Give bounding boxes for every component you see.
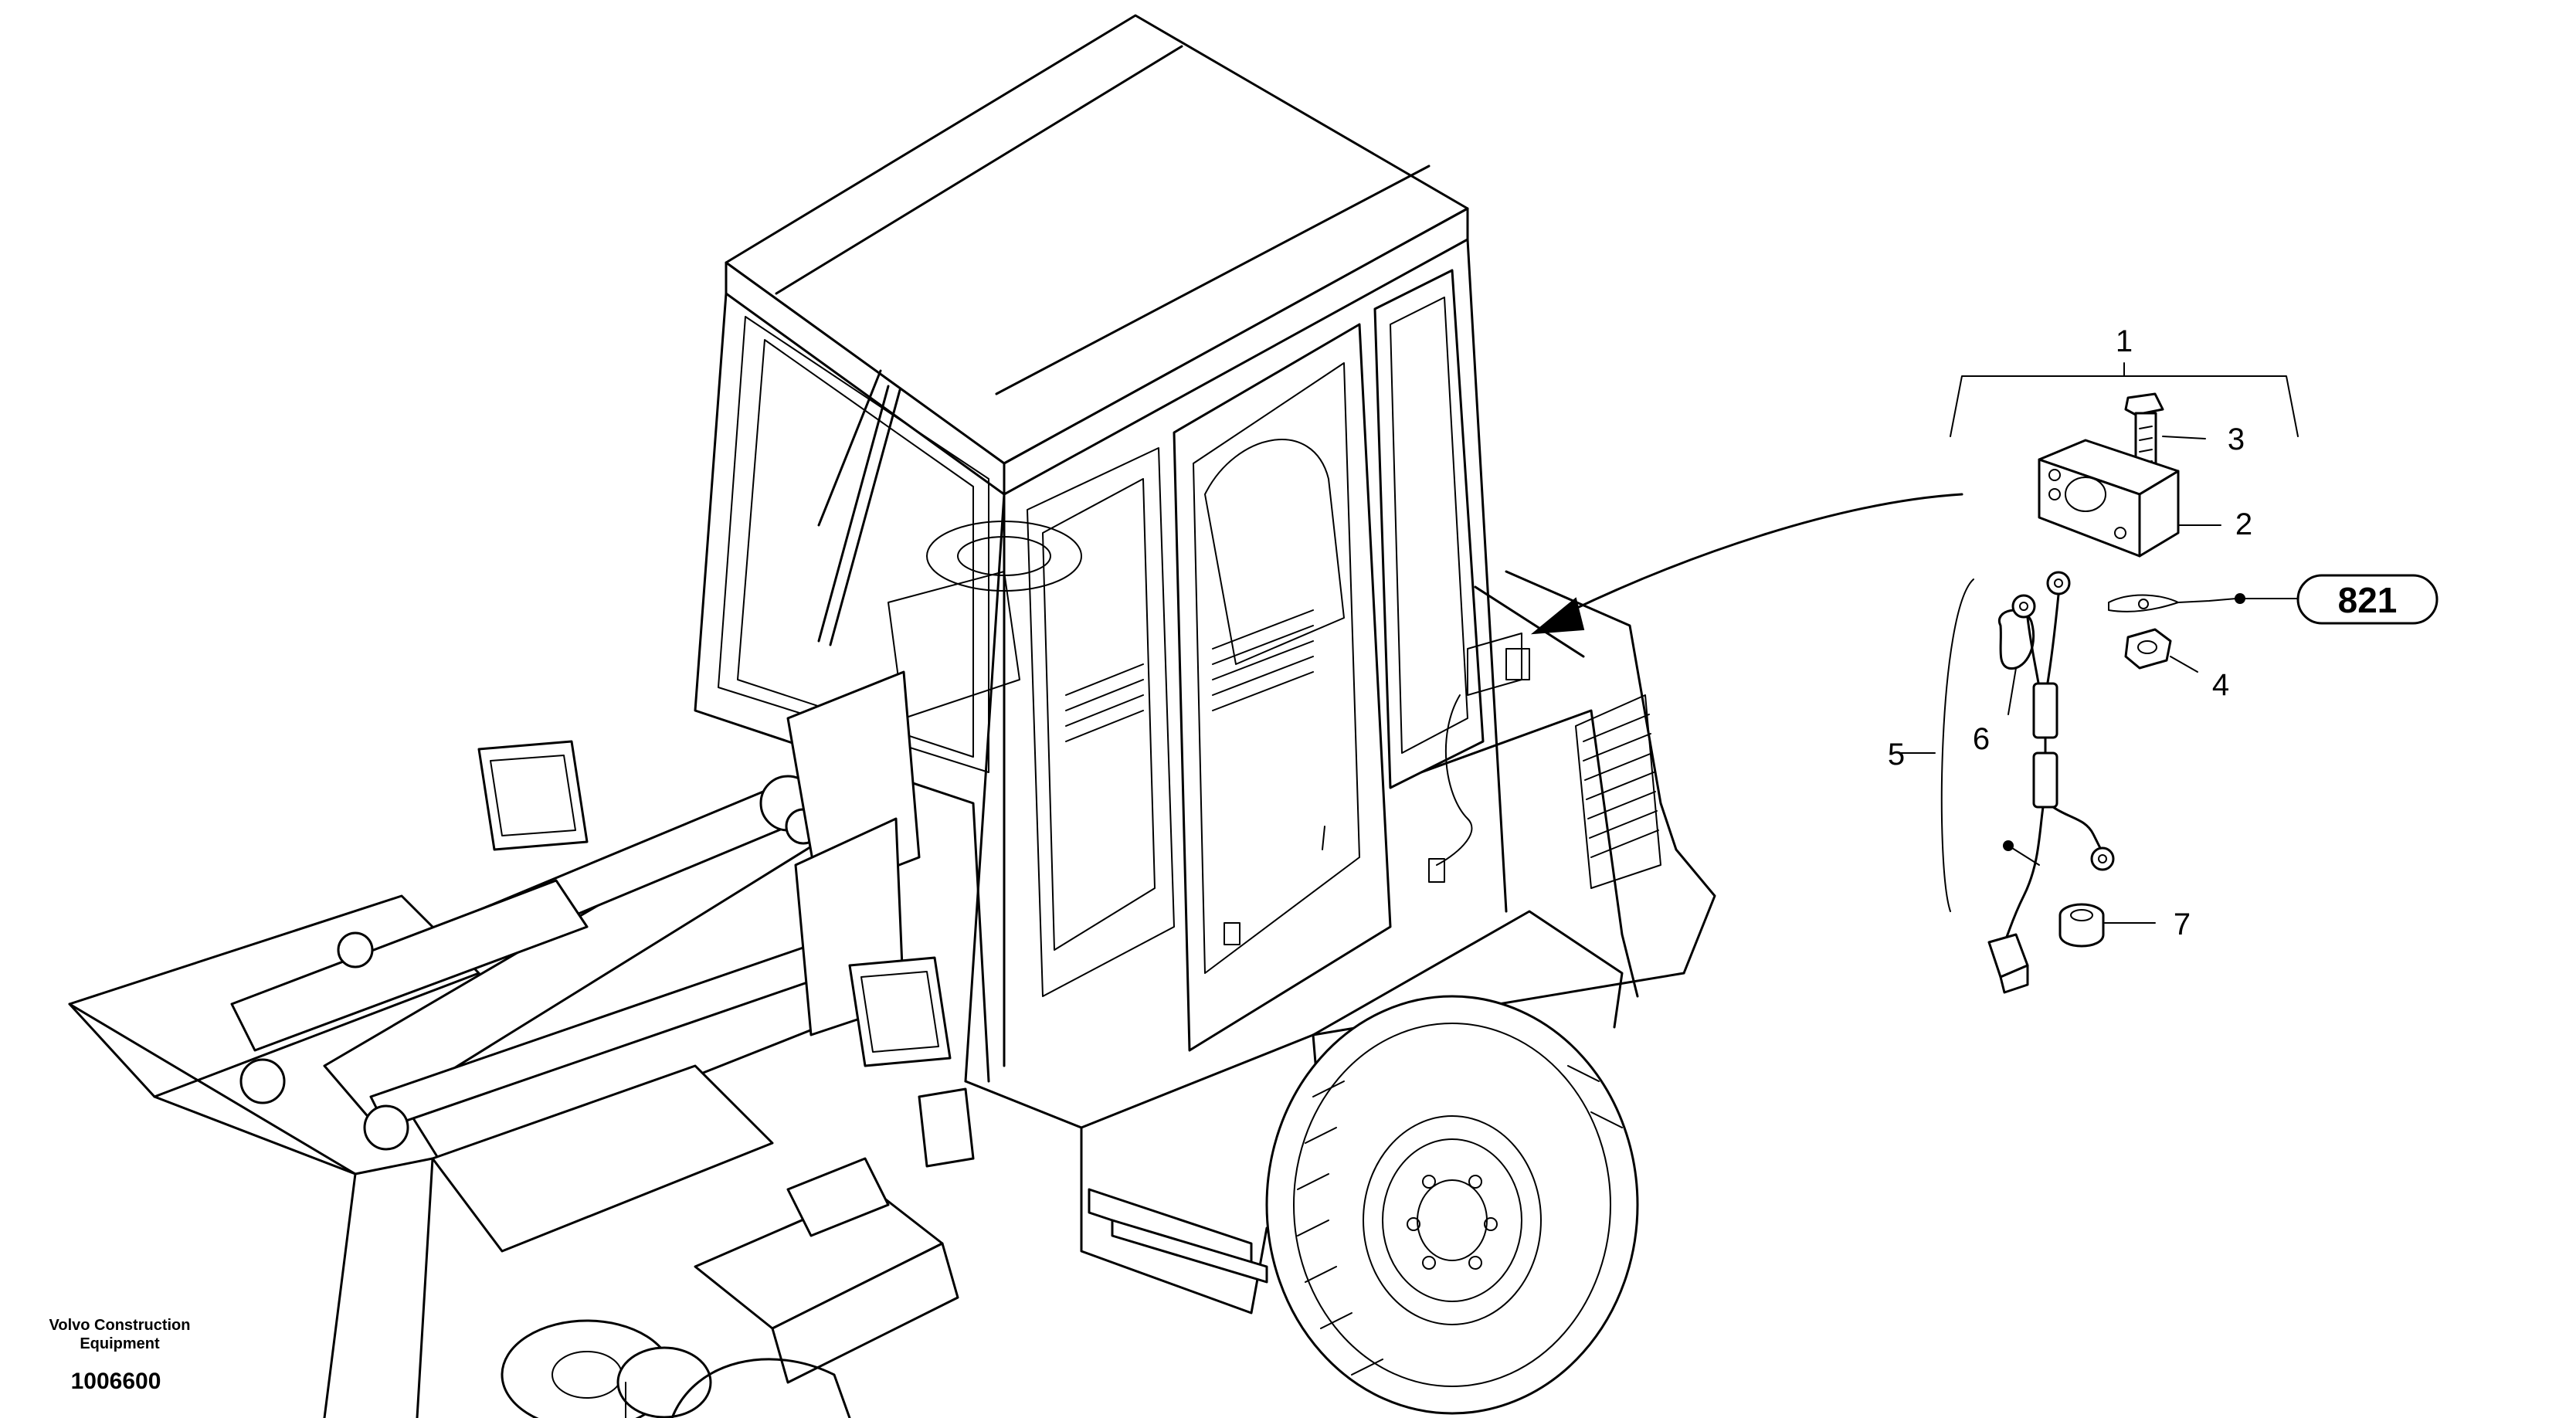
callout-1: 1 <box>2116 324 2133 358</box>
cable-harness-part-5 <box>1987 571 2115 994</box>
cab-roof <box>725 14 1469 496</box>
callout-6: 6 <box>1973 722 1990 756</box>
washer-strap <box>2108 593 2299 612</box>
grommet-part-7 <box>2058 903 2156 948</box>
document-number: 1006600 <box>71 1369 161 1394</box>
rear-wheel <box>1265 995 1639 1415</box>
callout-3: 3 <box>2228 422 2245 456</box>
reference-badge[interactable]: 821 <box>2296 574 2439 625</box>
location-arrow <box>1530 493 1963 635</box>
front-loader-arms <box>68 670 975 1418</box>
callout-4: 4 <box>2212 668 2229 702</box>
reference-label: 821 <box>2338 580 2398 620</box>
group-1-bracket <box>1950 375 2299 437</box>
bracket-part-2 <box>2038 439 2221 558</box>
callout-2: 2 <box>2235 507 2252 541</box>
wheel-loader-illustration <box>68 14 1716 1418</box>
callout-5: 5 <box>1888 738 1905 772</box>
exploded-parts-view: 1 3 2 4 5 6 7 821 <box>1888 324 2439 994</box>
cab-body <box>694 238 1508 1083</box>
cap-part-6 <box>1997 609 2035 715</box>
group-5-bracket <box>1940 578 1974 912</box>
footer: Volvo Construction Equipment 1006600 <box>49 1317 191 1394</box>
callout-7: 7 <box>2174 907 2191 941</box>
brand-line-2: Equipment <box>80 1335 160 1352</box>
nut-part-4 <box>2124 628 2198 673</box>
brand-line-1: Volvo Construction <box>49 1317 191 1334</box>
